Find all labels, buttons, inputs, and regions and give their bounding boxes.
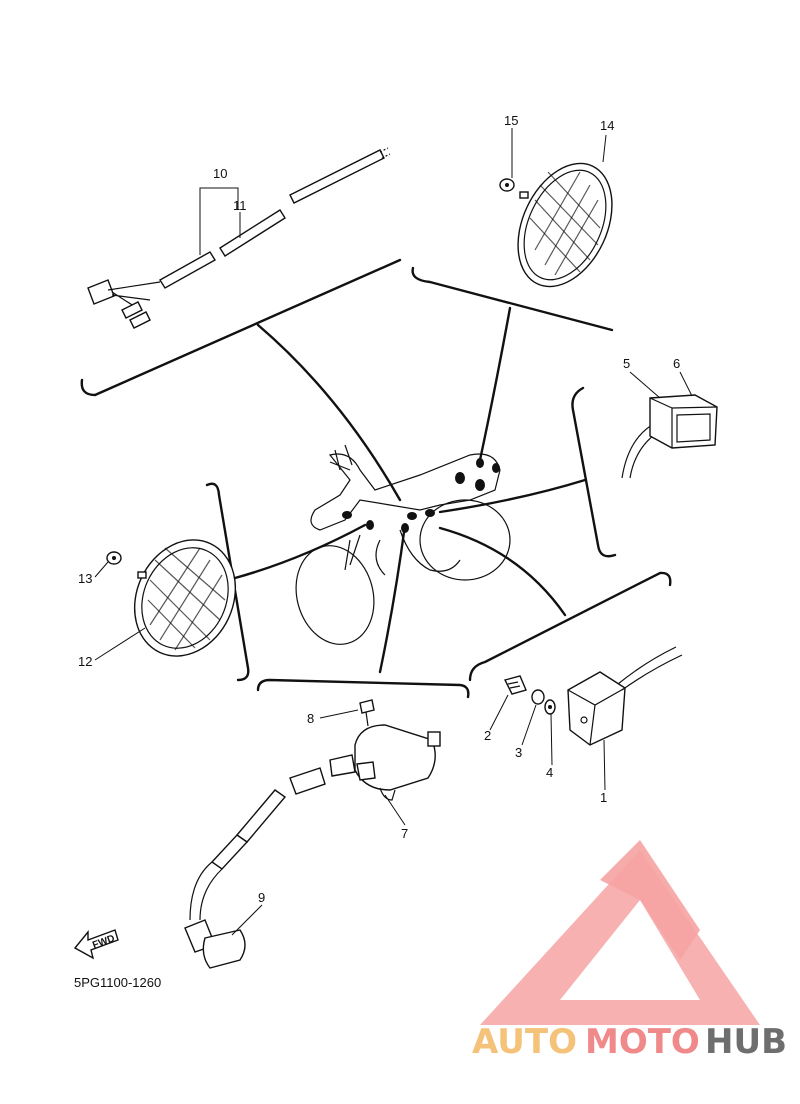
logo-text-moto: MOTO	[585, 1022, 700, 1062]
panel-right	[571, 386, 617, 558]
callout-leaders	[94, 128, 693, 936]
diagram-part-code: 5PG1100-1260	[74, 975, 161, 990]
marker-blob	[407, 512, 417, 520]
callout-12: 12	[78, 654, 92, 669]
callout-14: 14	[600, 118, 614, 133]
automotohub-logo: AUTO MOTO HUB	[472, 840, 787, 1062]
leader-rear-reflector	[478, 306, 512, 462]
callout-10: 10	[213, 166, 227, 181]
callout-5: 5	[623, 356, 630, 371]
leader-cdi	[438, 526, 567, 617]
panel-top-right	[411, 266, 614, 332]
logo-triangle-inner	[560, 900, 700, 1000]
marker-blob	[476, 458, 484, 468]
callout-15: 15	[504, 113, 518, 128]
panel-top-left	[80, 258, 402, 397]
callout-9: 9	[258, 890, 265, 905]
fwd-label: FWD	[91, 933, 116, 951]
leader-ignition-coil	[378, 523, 407, 674]
ignition-coil	[184, 699, 441, 969]
callout-1: 1	[600, 790, 607, 805]
motorcycle-silhouette	[295, 444, 511, 645]
callout-13: 13	[78, 571, 92, 586]
leader-wire-harness	[256, 323, 402, 502]
logo-text-auto: AUTO	[472, 1022, 577, 1062]
rectifier-regulator	[621, 394, 718, 479]
leader-rectifier	[438, 478, 587, 514]
callout-7: 7	[401, 826, 408, 841]
logo-mountain	[600, 840, 700, 960]
marker-blob	[475, 479, 485, 491]
fwd-arrow-icon: FWD	[73, 929, 119, 960]
panel-bottom-center	[256, 678, 470, 699]
marker-blob	[401, 523, 409, 533]
marker-blob	[366, 520, 374, 530]
callout-8: 8	[307, 711, 314, 726]
cdi-unit	[503, 646, 683, 746]
leader-front-reflector	[233, 523, 367, 580]
front-reflector	[106, 539, 237, 657]
callout-6: 6	[673, 356, 680, 371]
marker-blob	[455, 472, 465, 484]
marker-blob	[492, 463, 500, 473]
logo-text-hub: HUB	[705, 1022, 787, 1062]
callout-3: 3	[515, 745, 522, 760]
marker-blob	[425, 509, 435, 517]
marker-blob	[342, 511, 352, 519]
wire-harness	[87, 147, 391, 329]
callout-2: 2	[484, 728, 491, 743]
rear-reflector	[499, 162, 613, 288]
callout-4: 4	[546, 765, 553, 780]
callout-11: 11	[233, 198, 247, 213]
panel-bottom-right	[468, 571, 672, 682]
